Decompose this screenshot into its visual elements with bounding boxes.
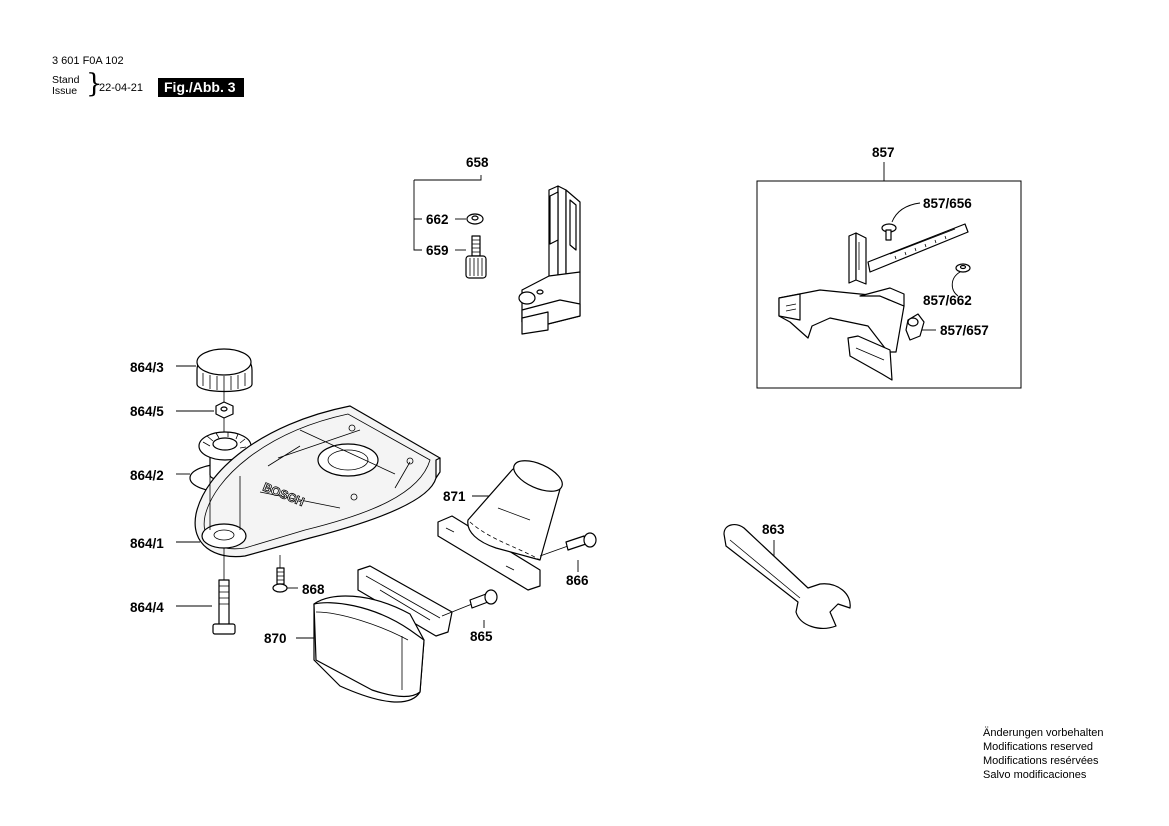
document-number: 3 601 F0A 102 — [52, 55, 124, 67]
label-857-662: 857/662 — [923, 293, 972, 308]
note-de: Änderungen vorbehalten — [983, 727, 1104, 739]
label-864-1: 864/1 — [130, 536, 164, 551]
part-group-864: 864/3 864/5 864/2 — [130, 348, 441, 635]
label-865: 865 — [470, 629, 493, 644]
label-871: 871 — [443, 489, 466, 504]
label-868: 868 — [302, 582, 325, 597]
washer-662 — [466, 213, 484, 225]
part-group-658: 658 662 659 — [413, 155, 581, 335]
label-870: 870 — [264, 631, 287, 646]
leader-857-656 — [891, 202, 921, 223]
label-857-656: 857/656 — [923, 196, 972, 211]
label-662: 662 — [426, 212, 449, 227]
frame-857 — [756, 180, 1022, 389]
note-es: Salvo modificaciones — [983, 769, 1087, 781]
part-group-870: 870 865 — [264, 565, 498, 703]
nut-864-5 — [215, 401, 234, 419]
base-plate: BOSCH — [194, 405, 441, 558]
assembly-axis — [209, 392, 241, 530]
part-group-871: 871 866 — [437, 460, 597, 591]
issue-date: 22-04-21 — [99, 82, 144, 94]
suction-adapter-871 — [437, 460, 563, 591]
screw-868 — [272, 555, 288, 593]
dust-hood-870 — [313, 565, 453, 703]
knob-864-3 — [196, 348, 253, 393]
part-group-863: 863 — [723, 522, 851, 629]
label-864-3: 864/3 — [130, 360, 164, 375]
parallel-guide — [778, 223, 971, 381]
brace-glyph: } — [86, 69, 103, 99]
guide-bracket — [518, 185, 581, 335]
label-864-4: 864/4 — [130, 600, 164, 615]
note-en: Modifications reserved — [983, 741, 1094, 753]
bolt-864-4 — [212, 548, 236, 635]
label-866: 866 — [566, 573, 589, 588]
label-857: 857 — [872, 145, 895, 160]
screw-865 — [441, 589, 498, 617]
stand-issue-label: Stand Issue — [52, 75, 79, 97]
label-864-5: 864/5 — [130, 404, 164, 419]
figure-badge: Fig./Abb. 3 — [158, 78, 244, 97]
label-863: 863 — [762, 522, 785, 537]
wrench-863 — [723, 524, 851, 629]
label-658: 658 — [466, 155, 489, 170]
issue-label: Issue — [52, 85, 78, 97]
label-857-657: 857/657 — [940, 323, 989, 338]
screw-866 — [539, 532, 597, 557]
part-group-857: 857 857/656 857/662 857/657 — [756, 145, 1022, 389]
note-fr: Modifications resérvées — [983, 755, 1099, 767]
label-864-2: 864/2 — [130, 468, 164, 483]
leader-857-662 — [951, 271, 961, 297]
stand-label: Stand — [52, 74, 80, 86]
thumb-screw-659 — [465, 235, 487, 279]
notes-block: Änderungen vorbehalten Modifications res… — [983, 726, 1103, 782]
leader-658 — [413, 175, 482, 251]
label-659: 659 — [426, 243, 449, 258]
